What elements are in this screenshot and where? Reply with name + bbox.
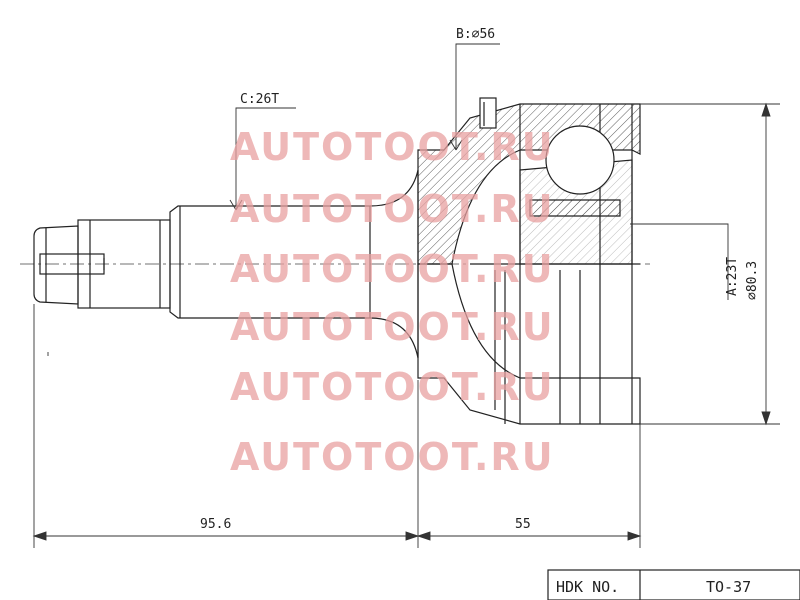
watermarks: AUTOTOOT.RU AUTOTOOT.RU AUTOTOOT.RU AUTO… bbox=[230, 125, 555, 479]
watermark-text: AUTOTOOT.RU bbox=[230, 435, 555, 479]
watermark-text: AUTOTOOT.RU bbox=[230, 305, 555, 349]
title-block: HDK NO. TO-37 bbox=[547, 569, 800, 600]
length-left-label: 95.6 bbox=[200, 517, 231, 532]
a-spline-label: A:23T bbox=[725, 257, 740, 296]
watermark-text: AUTOTOOT.RU bbox=[230, 187, 555, 231]
diameter-dimension bbox=[47, 102, 780, 426]
length-right-label: 55 bbox=[515, 517, 531, 532]
length-dimensions bbox=[32, 304, 642, 548]
b-diameter-label: B:⌀56 bbox=[456, 27, 495, 42]
c-spline-label: C:26T bbox=[240, 92, 279, 107]
watermark-text: AUTOTOOT.RU bbox=[230, 365, 555, 409]
watermark-text: AUTOTOOT.RU bbox=[230, 125, 555, 169]
outer-diameter-label: ⌀80.3 bbox=[745, 261, 760, 300]
inner-race bbox=[519, 125, 633, 265]
ball bbox=[545, 125, 615, 195]
leader-lines bbox=[229, 43, 729, 300]
part-number: TO-37 bbox=[706, 578, 751, 596]
title-block-label: HDK NO. bbox=[556, 578, 619, 596]
watermark-text: AUTOTOOT.RU bbox=[230, 247, 555, 291]
